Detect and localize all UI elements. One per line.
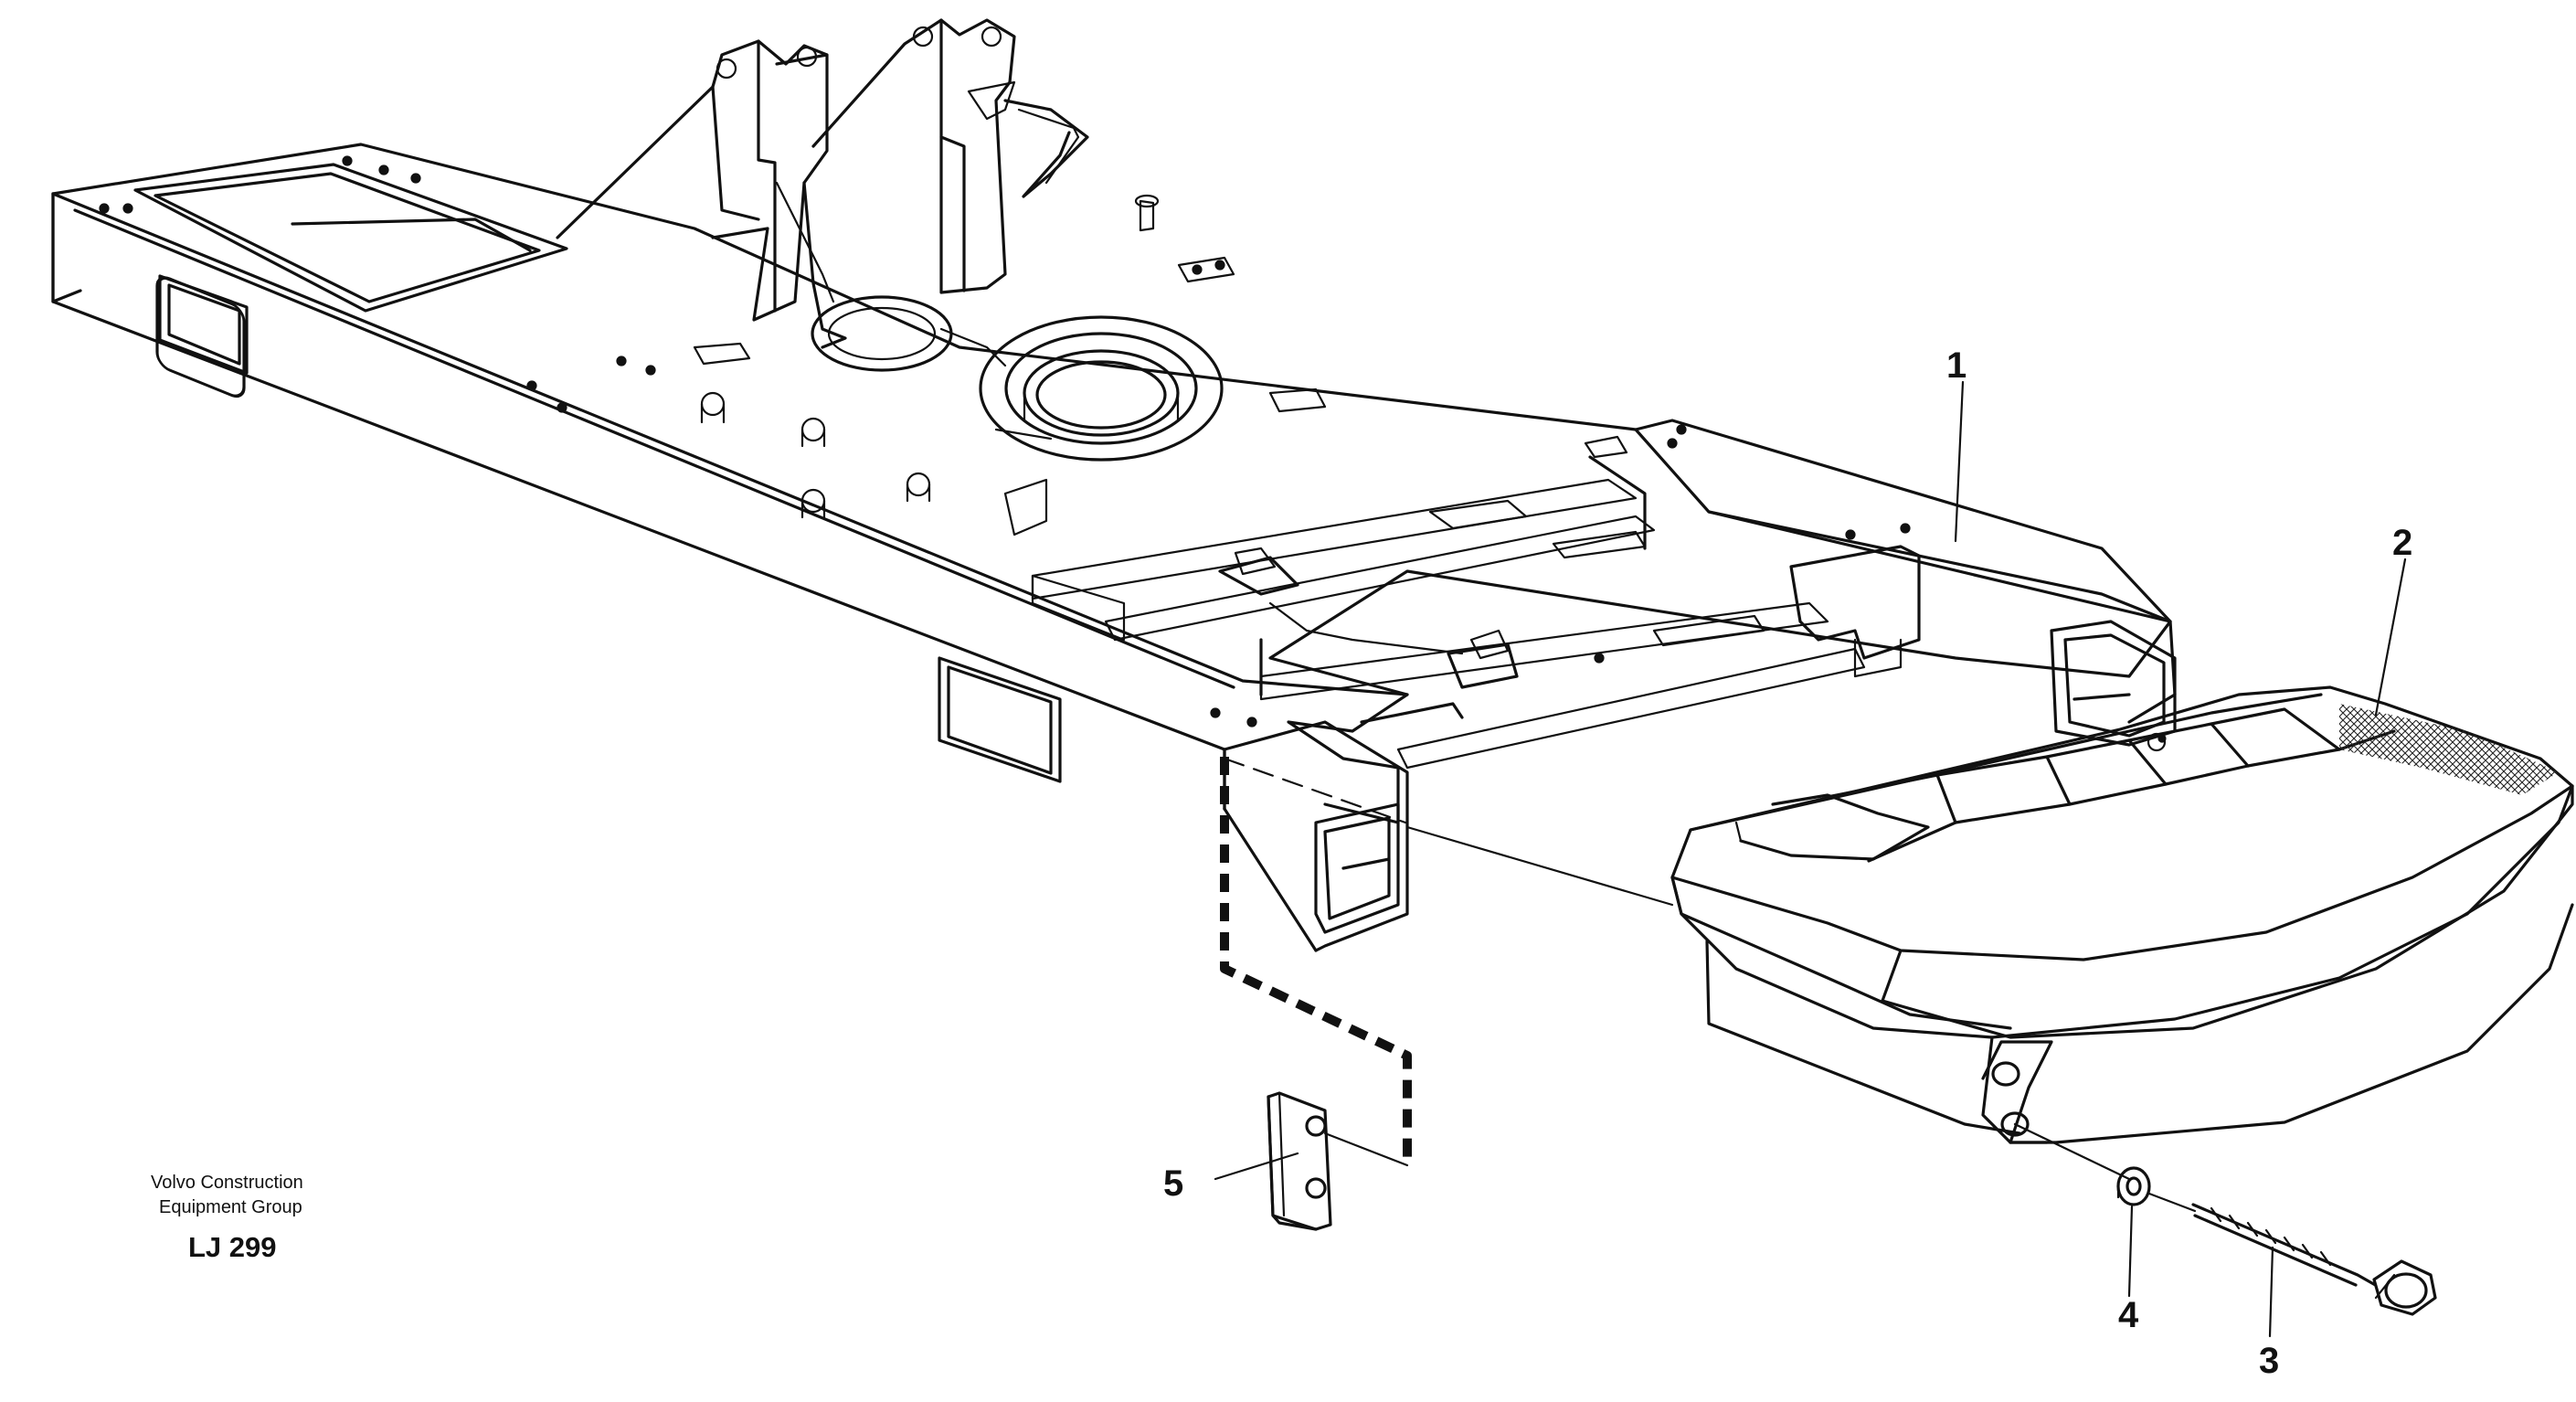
callout-2: 2: [2392, 523, 2412, 563]
counterweight: [1670, 685, 2574, 1144]
callout-1: 1: [1946, 345, 1966, 386]
callout-3: 3: [2259, 1341, 2279, 1381]
drawing-code: LJ 299: [188, 1231, 277, 1263]
assembly-lines: [1220, 757, 2197, 1213]
upper-frame: [51, 143, 2177, 952]
boom-mount-towers: [556, 18, 1235, 349]
callout-5: 5: [1163, 1163, 1183, 1204]
callout-4: 4: [2118, 1295, 2139, 1335]
callout-leaders: [1214, 380, 2407, 1338]
bolt-part-3: [2191, 1203, 2437, 1316]
credit-line-1: Volvo Construction: [151, 1173, 303, 1193]
credit-line-2: Equipment Group: [159, 1197, 302, 1217]
washer-part-4: [2116, 1166, 2151, 1206]
plate-part-5: [1267, 1091, 1332, 1231]
